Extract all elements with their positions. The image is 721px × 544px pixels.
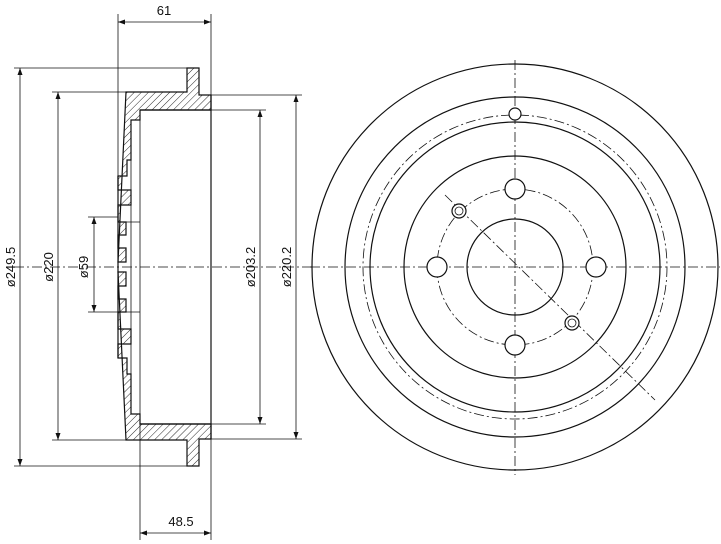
- dim-outer-braking-diameter: ø220.2: [279, 247, 294, 287]
- bolt-hole-bottom: [504, 334, 526, 356]
- screw-hole-lower-right: [564, 315, 580, 331]
- bolt-hole-top: [504, 178, 526, 200]
- screw-hole-upper-left-inner: [454, 206, 464, 216]
- screw-hole-lower-right-inner: [567, 318, 577, 328]
- bolt-hole-left: [426, 256, 448, 278]
- front-diagonal-centerline: [444, 194, 656, 401]
- dim-outer-diameter: ø249.5: [3, 247, 18, 287]
- dim-drum-diameter: ø220: [41, 252, 56, 282]
- drum-section-bottom: [117, 271, 212, 467]
- drum-section-top: [117, 67, 212, 263]
- dim-flange-width: 48.5: [168, 514, 193, 529]
- screw-hole-upper-left: [451, 203, 467, 219]
- dim-overall-width: 61: [157, 3, 171, 18]
- bolt-hole-right: [585, 256, 607, 278]
- dim-inner-diameter: ø203.2: [243, 247, 258, 287]
- side-section-view: 61 48.5 ø249.5 ø220 ø59 ø: [3, 3, 312, 540]
- bolt-hole-outer-top: [508, 107, 522, 121]
- front-view: [310, 60, 720, 475]
- dim-hub-bore: ø59: [76, 256, 91, 278]
